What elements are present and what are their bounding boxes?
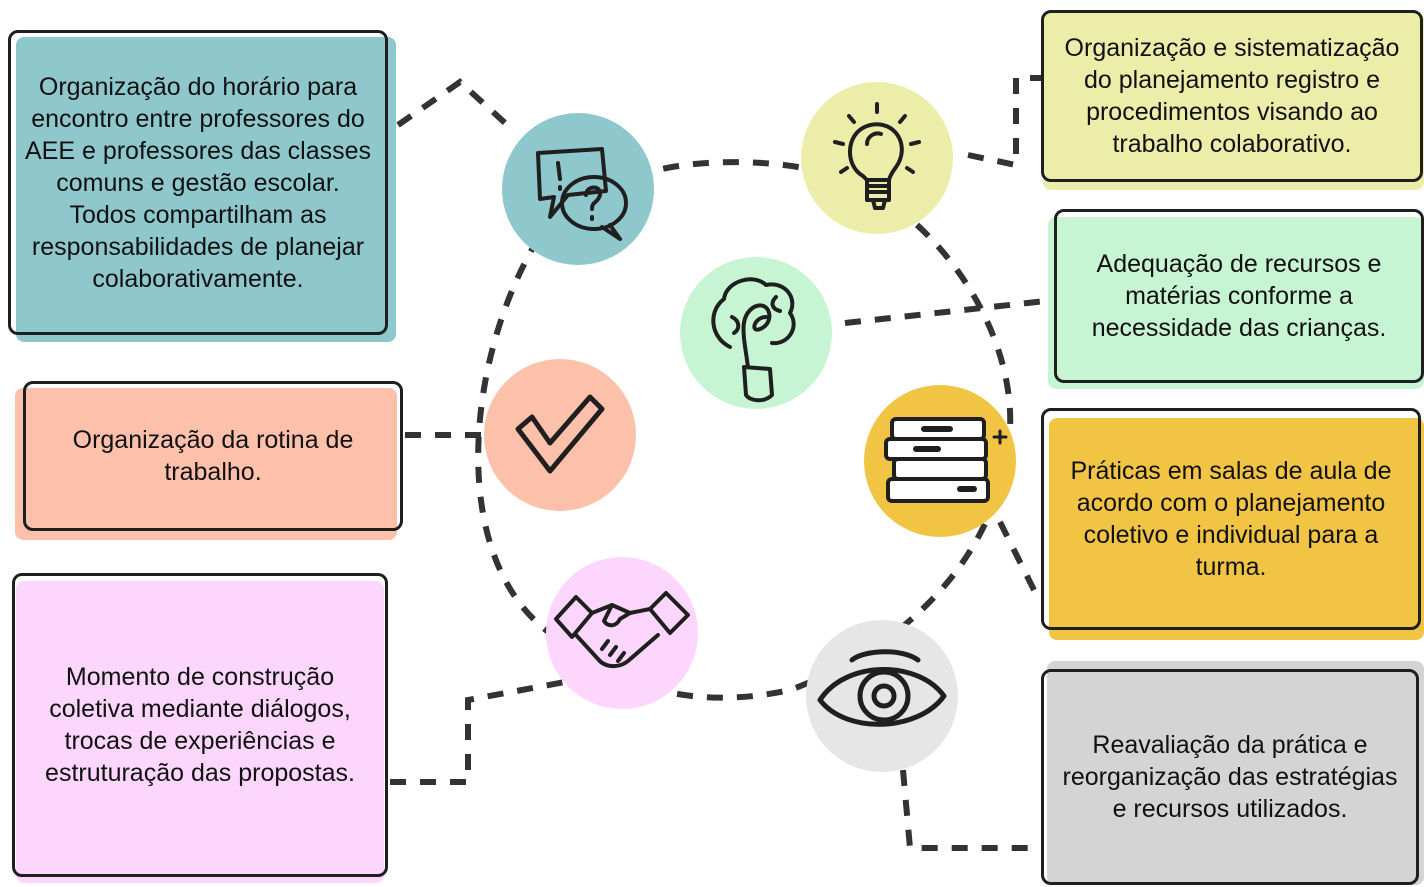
handshake-icon: [554, 591, 690, 668]
card-box: Organização do horário para encontro ent…: [8, 30, 388, 335]
connector-reevaluation: [900, 769, 1040, 851]
card-shadow: [1049, 418, 1424, 640]
card-shadow: [16, 37, 396, 342]
card-schedule-text: Organização do horário para encontro ent…: [25, 72, 371, 293]
card-shadow: [1048, 217, 1424, 389]
connector-organization: [967, 75, 1042, 169]
card-box: Reavaliação da prática e reorganização d…: [1041, 669, 1419, 885]
card-practices-text: Práticas em salas de aula de acordo com …: [1070, 457, 1392, 581]
card-organization-text: Organização e sistematização do planejam…: [1064, 34, 1400, 158]
lightbulb-icon: [833, 102, 921, 210]
handshake-circle: [546, 557, 698, 709]
card-reevaluation: Reavaliação da prática e reorganização d…: [1035, 655, 1424, 887]
card-reevaluation-text: Reavaliação da prática e reorganização d…: [1062, 731, 1398, 823]
card-box: Adequação de recursos e matérias conform…: [1054, 209, 1424, 383]
card-shadow: [1047, 661, 1424, 885]
card-routine: Organização da rotina de trabalho.: [0, 370, 410, 550]
plant-bulb-icon: [711, 277, 796, 403]
card-schedule: Organização do horário para encontro ent…: [0, 0, 410, 350]
card-resources-text: Adequação de recursos e matérias conform…: [1091, 250, 1387, 342]
checkmark-circle: [484, 359, 636, 511]
card-routine-text: Organização da rotina de trabalho.: [72, 426, 354, 486]
card-shadow: [1043, 12, 1424, 190]
speech-bubbles-icon: [536, 147, 628, 241]
card-box: Organização da rotina de trabalho.: [23, 381, 403, 531]
card-resources: Adequação de recursos e matérias conform…: [1040, 205, 1424, 395]
lightbulb-circle: [801, 82, 953, 234]
checkmark-icon: [515, 394, 605, 474]
eye-icon: [817, 649, 947, 727]
card-practices: Práticas em salas de aula de acordo com …: [1035, 402, 1424, 642]
card-organization: Organização e sistematização do planejam…: [1035, 0, 1424, 195]
books-icon: [884, 417, 1008, 503]
speech-bubbles-circle: [502, 113, 654, 265]
connector-resources: [844, 297, 1056, 326]
card-construction: Momento de construção coletiva mediante …: [0, 565, 400, 885]
connector-practices: [997, 520, 1038, 594]
plant-bulb-circle: [680, 257, 832, 409]
connector-schedule: [396, 78, 518, 135]
connector-construction: [390, 679, 566, 785]
card-construction-text: Momento de construção coletiva mediante …: [45, 663, 355, 787]
card-shadow: [16, 581, 384, 883]
eye-circle: [806, 620, 958, 772]
card-box: Organização e sistematização do planejam…: [1041, 10, 1423, 182]
card-box: Práticas em salas de aula de acordo com …: [1041, 408, 1421, 630]
card-box: Momento de construção coletiva mediante …: [12, 573, 388, 877]
books-circle: [864, 385, 1016, 537]
card-shadow: [15, 388, 397, 540]
